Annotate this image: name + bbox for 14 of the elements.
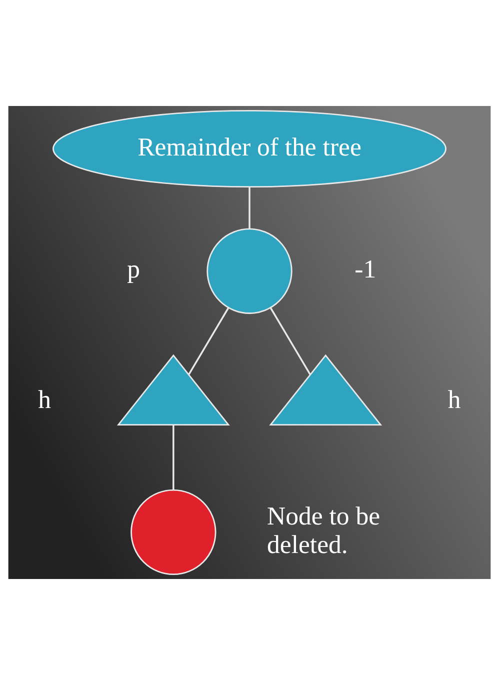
connector: [248, 186, 250, 229]
node-circle: [130, 489, 216, 576]
node-label: p: [127, 254, 140, 284]
node-circle: [206, 228, 292, 314]
node-label: -1: [354, 254, 376, 284]
node-triangle: [116, 354, 230, 426]
node-triangle: [269, 354, 382, 426]
connector: [188, 308, 230, 375]
node-label: h: [448, 385, 461, 414]
node-label: Node to be deleted.: [267, 502, 380, 559]
connector: [270, 308, 311, 375]
node-label: h: [38, 385, 52, 414]
connector: [172, 425, 174, 490]
node-ellipse: Remainder of the tree: [52, 110, 446, 188]
